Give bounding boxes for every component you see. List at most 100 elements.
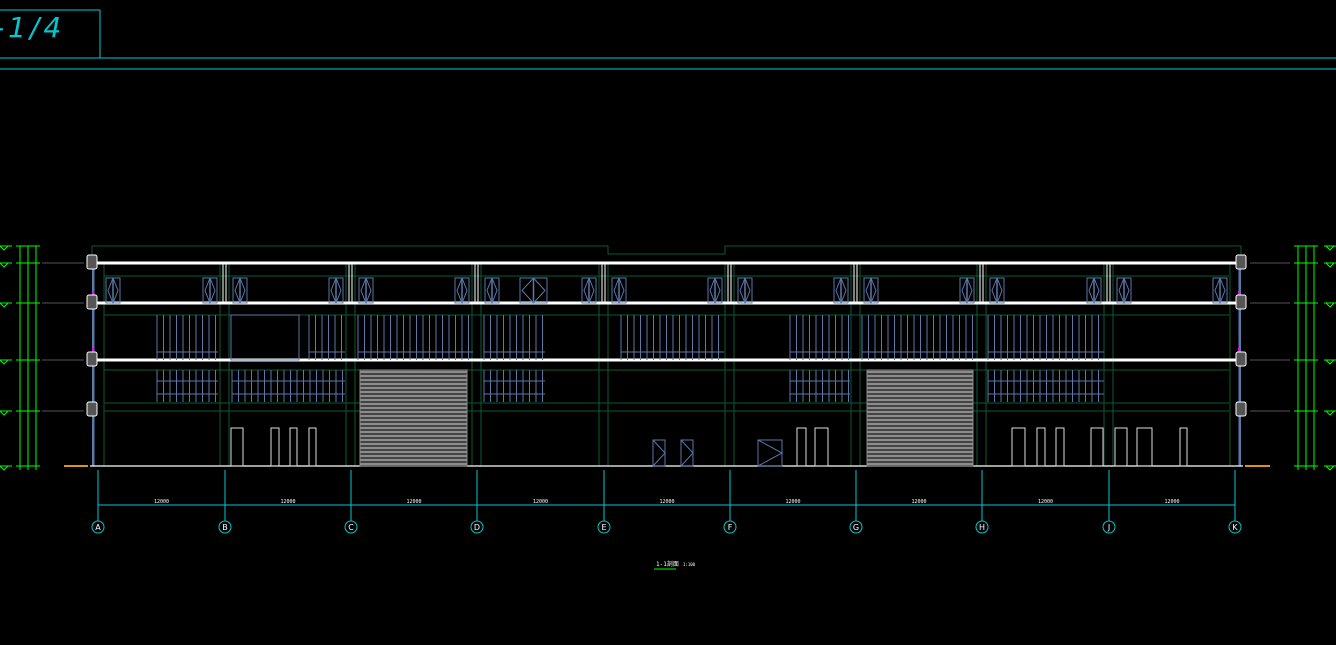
axis-bubble [218, 520, 232, 534]
window-diamond [1214, 277, 1226, 305]
axis-label-J: J [1107, 523, 1110, 532]
window-diamond [613, 277, 625, 305]
bay-dimension: 12000 [911, 499, 926, 505]
level-marker [0, 302, 10, 308]
sheet-number: -1/4 [0, 11, 65, 44]
window-diamond [1118, 277, 1130, 305]
floor-slab [92, 301, 1241, 305]
window-diamond [204, 277, 216, 305]
axis-bubble [1228, 520, 1242, 534]
eave-bracket [1235, 254, 1247, 270]
floor-slab [92, 261, 1241, 265]
door-opening [270, 427, 280, 467]
level-marker [1324, 465, 1336, 471]
bay-dimension: 12000 [533, 499, 548, 505]
roof-column-post [727, 262, 732, 304]
swing-door [652, 439, 666, 467]
axis-bubble [91, 520, 105, 534]
eave-bracket [86, 401, 98, 417]
swing-door [757, 439, 783, 467]
building-section [64, 245, 1270, 467]
bay-dimension: 12000 [1164, 499, 1179, 505]
axis-label-D: D [474, 523, 480, 532]
window-3f [737, 277, 753, 305]
window-3f [989, 277, 1005, 305]
door-opening [1055, 427, 1065, 467]
window-3f [707, 277, 723, 305]
window-3f [519, 277, 548, 304]
drawing-scale: 1:100 [683, 562, 696, 567]
axis-bubble [470, 520, 484, 534]
eave-bracket [1235, 401, 1247, 417]
axis-label-G: G [853, 523, 859, 532]
level-marker [1324, 359, 1336, 365]
axis-label-A: A [95, 523, 101, 532]
door-swing-mark [680, 439, 694, 467]
window-3f [232, 277, 248, 305]
roller-shutter [359, 369, 468, 467]
door-opening [1011, 427, 1026, 467]
door-opening [308, 427, 317, 467]
window-3f [863, 277, 879, 305]
window-3f [202, 277, 218, 305]
door-opening [814, 427, 829, 467]
door-opening [230, 427, 244, 467]
level-marker [0, 262, 10, 268]
bay-dimension: 12000 [659, 499, 674, 505]
window-3f [484, 277, 500, 305]
bay-dimension: 12000 [280, 499, 295, 505]
door-opening [1090, 427, 1104, 467]
window-3f [328, 277, 344, 305]
axis-bubble [1102, 520, 1116, 534]
door-opening [1136, 427, 1153, 467]
window-diamond [330, 277, 342, 305]
window-diamond [486, 277, 498, 305]
roof-column-post [474, 262, 479, 304]
window-3f [358, 277, 374, 305]
swing-door [680, 439, 694, 467]
door-opening [1114, 427, 1128, 467]
roof-column-post [348, 262, 353, 304]
window-diamond [1088, 277, 1100, 305]
window-3f [581, 277, 597, 305]
window-diamond [739, 277, 751, 305]
window-diamond [961, 277, 973, 305]
window-3f [105, 277, 121, 305]
bay-dimension: 12000 [785, 499, 800, 505]
level-marker [0, 465, 10, 471]
window-3f [611, 277, 627, 305]
level-marker [1324, 410, 1336, 416]
window-diamond [709, 277, 721, 305]
eave-bracket [1235, 351, 1247, 367]
window-diamond [835, 277, 847, 305]
level-marker [1324, 262, 1336, 268]
roof-column-post [1106, 262, 1111, 304]
level-marker [1324, 302, 1336, 308]
window-diamond [521, 277, 546, 304]
shutter-frame [866, 369, 974, 467]
bay-dimension: 12000 [406, 499, 421, 505]
axis-bubble [597, 520, 611, 534]
drawing-title: 1-1剖面 [656, 560, 679, 568]
window-diamond [107, 277, 119, 305]
axis-bubble [344, 520, 358, 534]
axis-label-B: B [222, 523, 228, 532]
window-diamond [583, 277, 595, 305]
roof-column-post [601, 262, 606, 304]
glazing-panel [230, 314, 300, 361]
axis-bubble [849, 520, 863, 534]
eave-bracket [86, 351, 98, 367]
window-diamond [865, 277, 877, 305]
eave-bracket [86, 294, 98, 310]
axis-label-K: K [1232, 523, 1238, 532]
level-marker [0, 359, 10, 365]
axis-bubble [723, 520, 737, 534]
eave-bracket [86, 254, 98, 270]
window-3f [454, 277, 470, 305]
door-opening [1179, 427, 1188, 467]
window-3f [1086, 277, 1102, 305]
axis-label-F: F [728, 523, 733, 532]
level-marker [0, 245, 10, 251]
